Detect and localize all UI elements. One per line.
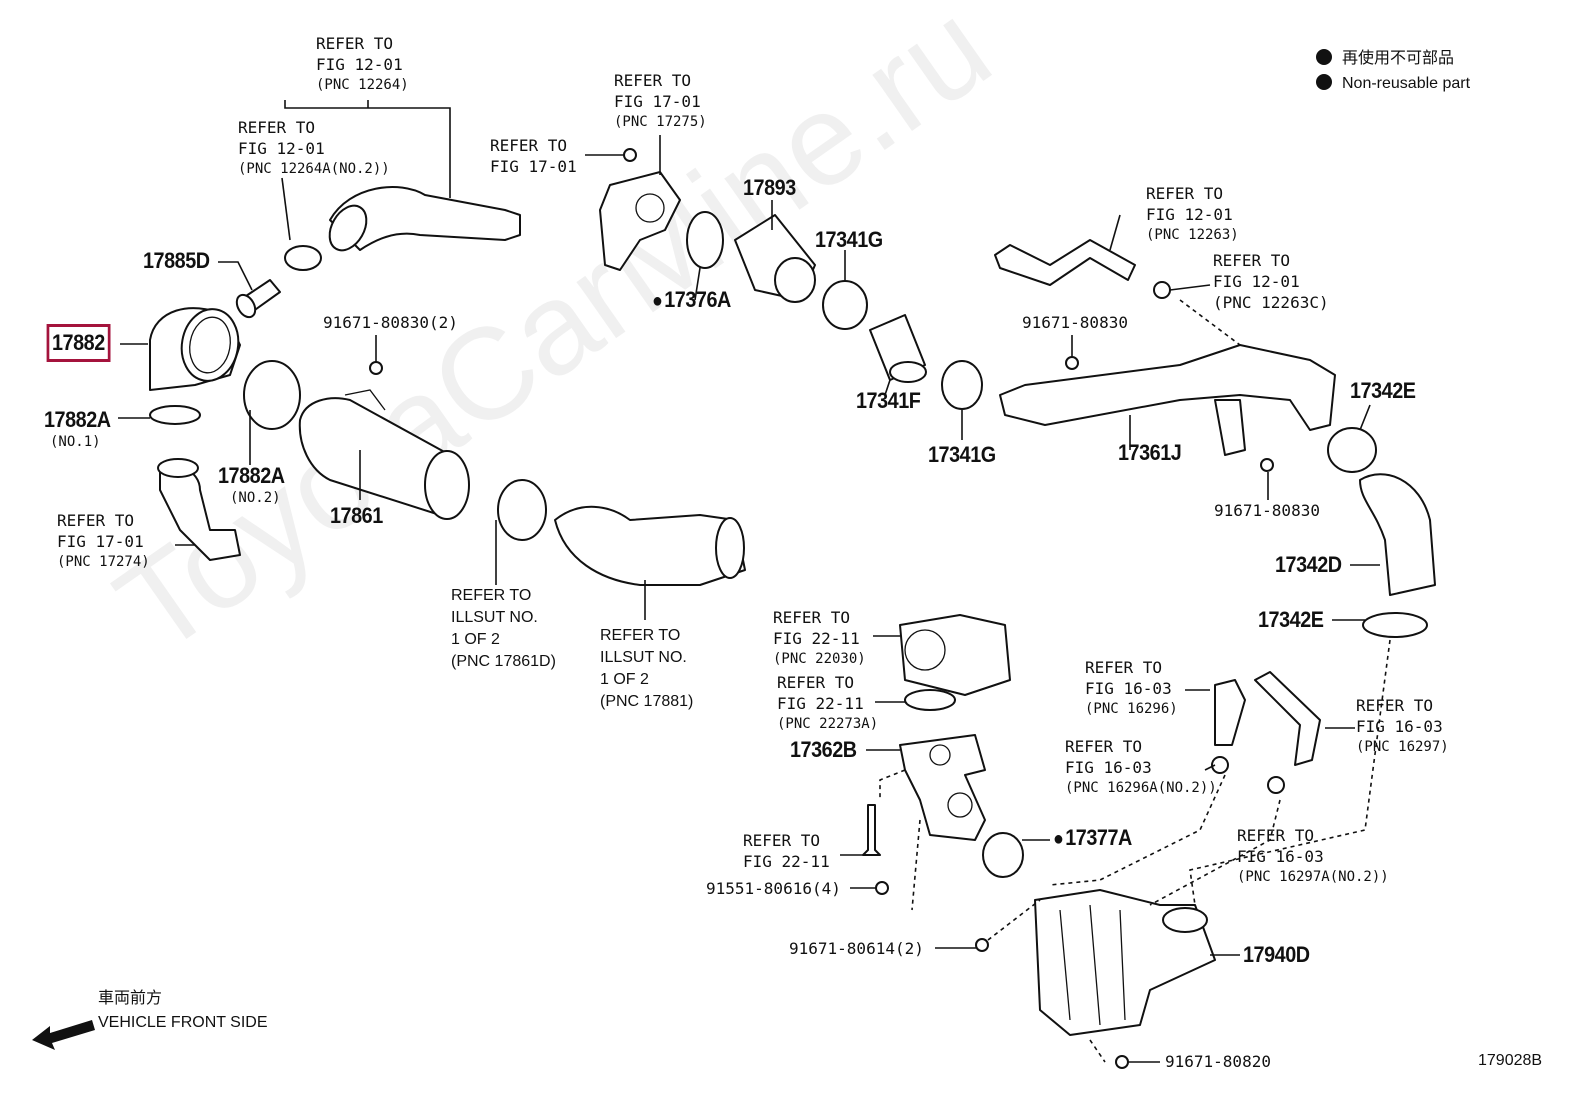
elbow-17882-drawing — [149, 307, 241, 391]
vehicle-front-label-ja: 車両前方 — [98, 990, 163, 1007]
hose-17342D-drawing — [1359, 473, 1436, 596]
vehicle-front-label-en: VEHICLE FRONT SIDE — [98, 1014, 268, 1031]
clamp-12263C-drawing — [1153, 281, 1171, 299]
bolt-91671-80830-a-drawing — [1065, 356, 1079, 370]
adapter-17362B-drawing — [899, 734, 986, 841]
clamp-17882A-no2-drawing — [243, 360, 301, 430]
clamp-12264A-drawing — [284, 245, 322, 271]
legend-en: Non-reusable part — [1316, 73, 1470, 95]
part-17882-label[interactable]: 17882 — [46, 324, 111, 362]
bolt-91671-80614-label[interactable]: 91671-80614(2) — [789, 939, 924, 958]
clamp-17341G-b-drawing — [941, 360, 983, 410]
bolt-91671-80820-label[interactable]: 91671-80820 — [1165, 1052, 1271, 1071]
part-17341G-b-label[interactable]: 17341G — [928, 442, 996, 467]
duct-17861-drawing — [298, 389, 470, 520]
clamp-17342E-b-drawing — [1362, 612, 1428, 638]
part-17377A-label[interactable]: 17377A — [1053, 825, 1132, 851]
bolt-91671-80820-drawing — [1115, 1055, 1129, 1069]
hose-16296-drawing — [1214, 679, 1246, 746]
leader-lines — [118, 100, 1380, 1063]
bolt-91671-80830-2-drawing — [369, 361, 383, 375]
throttle-body-22030-drawing — [899, 614, 1011, 696]
bolt-91671-80830-a-label[interactable]: 91671-80830 — [1022, 313, 1128, 332]
pipe-17885D-drawing — [235, 279, 281, 319]
bolt-91671-80830-2-label[interactable]: 91671-80830(2) — [323, 313, 458, 332]
bolt-91551-80616-label[interactable]: 91551-80616(4) — [706, 879, 841, 898]
clamp-17882A-no1-drawing — [149, 405, 201, 425]
bolt-91671-80830-b-drawing — [1260, 458, 1274, 472]
gasket-17376A-drawing — [686, 211, 724, 269]
part-17342E-a-label[interactable]: 17342E — [1350, 378, 1416, 403]
part-17342E-b-label[interactable]: 17342E — [1258, 607, 1324, 632]
clamp-17861D-drawing — [497, 479, 547, 541]
bolt-91671-80614-drawing — [975, 938, 989, 952]
part-17893-label[interactable]: 17893 — [743, 175, 796, 200]
part-17882A-no2-note: (NO.2) — [230, 490, 281, 506]
pipe-17361J-drawing — [999, 344, 1336, 456]
legend-ja: 再使用不可部品 — [1316, 48, 1454, 70]
part-17885D-label[interactable]: 17885D — [143, 248, 210, 273]
front-direction-arrow-icon — [32, 1020, 95, 1050]
hose-12263-drawing — [994, 239, 1136, 286]
hose-16297-drawing — [1254, 671, 1321, 766]
clamp-17341G-a-drawing — [822, 280, 868, 330]
air-cleaner-hose-drawing — [328, 186, 521, 252]
bracket-17275-drawing — [599, 171, 681, 271]
bolt-1701-drawing — [623, 148, 637, 162]
alignment-dashed-lines — [879, 299, 1391, 1063]
figure-code: 179028B — [1478, 1052, 1543, 1069]
clamp-17342E-a-drawing — [1327, 427, 1377, 473]
part-17342D-label[interactable]: 17342D — [1275, 552, 1342, 577]
non-reusable-dot-icon — [1316, 49, 1332, 65]
non-reusable-dot-icon — [1316, 74, 1332, 90]
bolt-91671-80830-b-label[interactable]: 91671-80830 — [1214, 501, 1320, 520]
pipe-17893-drawing — [734, 214, 816, 303]
clamp-16296A-drawing — [1211, 756, 1229, 774]
part-17940D-label[interactable]: 17940D — [1243, 942, 1310, 967]
part-17861-label[interactable]: 17861 — [330, 503, 383, 528]
intercooler-17940D-drawing — [1034, 889, 1216, 1036]
part-17376A-label[interactable]: 17376A — [652, 287, 731, 313]
bolt-2211-drawing — [862, 804, 881, 856]
sleeve-17341F-drawing — [869, 314, 927, 383]
part-17341G-a-label[interactable]: 17341G — [815, 227, 883, 252]
part-17882A-no2-label[interactable]: 17882A — [218, 463, 285, 488]
bolt-91551-80616-drawing — [875, 881, 889, 895]
part-17341F-label[interactable]: 17341F — [856, 388, 921, 413]
part-17362B-label[interactable]: 17362B — [790, 737, 857, 762]
hose-17881-drawing — [554, 505, 746, 586]
clamp-16297A-drawing — [1267, 776, 1285, 794]
part-17882A-no1-label[interactable]: 17882A — [44, 407, 111, 432]
gasket-22273A-drawing — [904, 689, 956, 711]
elbow-17274-drawing — [157, 458, 241, 561]
gasket-17377A-drawing — [982, 832, 1024, 878]
part-17882A-no1-note: (NO.1) — [50, 434, 101, 450]
part-17361J-label[interactable]: 17361J — [1118, 440, 1182, 465]
